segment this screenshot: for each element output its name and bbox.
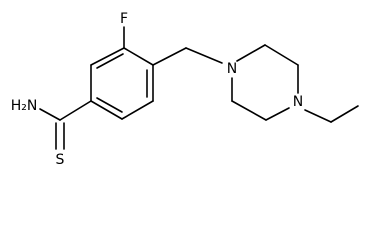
bond-ch2-ch3	[330, 105, 359, 123]
piperazine-ring	[231, 44, 299, 121]
benzene-ring	[90, 47, 154, 120]
sulfur-label: S	[56, 152, 65, 168]
bond-ring-c-thioamide	[59, 100, 92, 121]
pip-bond-n2-c-bottom	[265, 107, 290, 121]
nitrogen-2-label: N	[293, 94, 303, 110]
ring-double-bond-inner-top	[96, 53, 124, 69]
chemical-structure: F N N H₂N S	[0, 0, 372, 177]
ring-bond-c4-c5	[90, 100, 123, 120]
ring-bond-c1-c2	[123, 47, 154, 66]
background	[0, 0, 372, 177]
bond-n2-ch2	[304, 109, 332, 123]
nitrogen-1-label: N	[227, 61, 237, 77]
bond-c-nh2	[39, 108, 61, 121]
amine-label: H₂N	[11, 98, 38, 114]
ring-double-bond-inner-bottom	[96, 97, 123, 113]
bond-ch2-n1	[185, 47, 223, 64]
pip-bond-c-top-c-right	[264, 44, 299, 66]
ring-bond-c6-c1	[90, 47, 125, 66]
pip-bond-c-bottom-c-left	[231, 100, 267, 121]
fluorine-label: F	[120, 11, 128, 27]
ring-bond-c3-c4	[121, 100, 154, 120]
pip-bond-n1-c-top	[236, 44, 266, 62]
bond-ring-ch2	[152, 47, 187, 66]
